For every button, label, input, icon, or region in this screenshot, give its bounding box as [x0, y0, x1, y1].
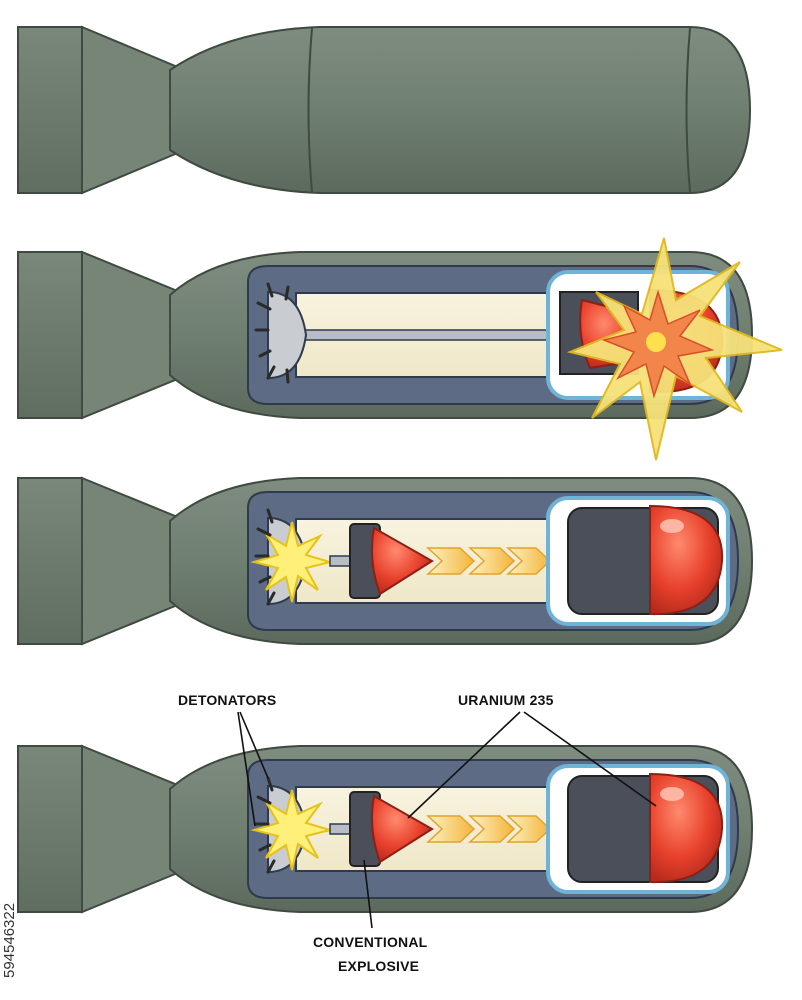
- detonator-marks: [254, 282, 290, 384]
- detonator-flash: [250, 521, 334, 603]
- explosive-pointer: [363, 859, 373, 929]
- bomb-exterior: [17, 25, 752, 195]
- label-uranium-235: URANIUM 235: [458, 692, 554, 708]
- bomb-cutaway-firing: [17, 476, 754, 646]
- bomb-cutaway-labeled: [17, 711, 754, 929]
- motion-arrows: [426, 547, 552, 575]
- uranium-target: [649, 504, 724, 616]
- detonator-marks: [254, 508, 276, 606]
- uranium-projectile: [371, 526, 434, 596]
- label-conventional-explosive-line2: EXPLOSIVE: [338, 958, 420, 974]
- detonator-marks: [254, 776, 276, 874]
- detonator-flash: [250, 789, 334, 871]
- stock-image-id: 594546322: [1, 902, 18, 978]
- tail-cone: [81, 476, 181, 646]
- callout-lines: [237, 711, 657, 929]
- uranium-highlight: [660, 519, 684, 533]
- explosion-center: [646, 332, 666, 352]
- motion-arrows: [426, 815, 552, 843]
- tail-fin: [17, 745, 83, 913]
- label-detonators: DETONATORS: [178, 692, 277, 708]
- tail-fin: [17, 26, 83, 194]
- uranium-projectile: [371, 794, 434, 864]
- tail-cone: [81, 250, 181, 420]
- detonators-pointer: [239, 711, 269, 779]
- bomb-cutaway-detonation: [17, 237, 783, 461]
- label-conventional-explosive-line1: CONVENTIONAL: [313, 934, 428, 950]
- uranium-target: [649, 772, 724, 884]
- tail-fin: [17, 477, 83, 645]
- tail-cone: [81, 744, 181, 914]
- firing-rod: [299, 329, 561, 341]
- bomb-body: [169, 26, 752, 194]
- tail-fin: [17, 251, 83, 419]
- uranium-pointer: [407, 711, 521, 819]
- tail-cone: [81, 25, 181, 195]
- uranium-highlight: [660, 787, 684, 801]
- body-seam: [685, 27, 691, 193]
- uranium-pointer: [523, 711, 657, 807]
- body-seam: [307, 27, 313, 193]
- detonators-pointer: [237, 711, 256, 827]
